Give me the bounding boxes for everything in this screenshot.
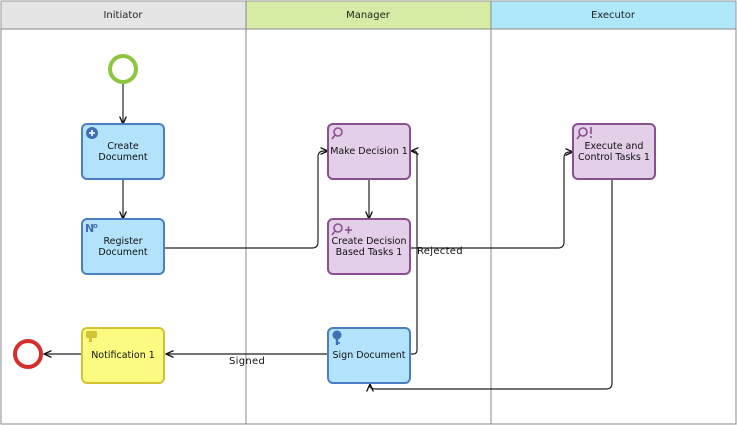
pool-border xyxy=(0,28,737,425)
lane-header-manager xyxy=(245,0,492,30)
end-event[interactable] xyxy=(13,339,43,369)
task-make-decision[interactable] xyxy=(327,123,411,180)
lane-title-manager: Manager xyxy=(346,10,391,21)
thumbs-down-icon xyxy=(86,331,97,342)
task-notification[interactable] xyxy=(81,327,165,384)
plus-circle-icon xyxy=(86,127,98,139)
search-icon xyxy=(331,127,343,140)
start-event[interactable] xyxy=(108,54,138,84)
svg-text:o: o xyxy=(93,222,98,230)
lane-header-initiator xyxy=(0,0,247,30)
flow-label-rejected: Rejected xyxy=(417,246,463,257)
flow-sign-rejected-to-decision[interactable] xyxy=(410,151,417,355)
lane-header-executor xyxy=(490,0,737,30)
task-sign-document[interactable] xyxy=(327,327,411,384)
lane-title-executor: Executor xyxy=(591,10,636,21)
search-exclamation-icon xyxy=(576,127,592,140)
task-create-decision-tasks[interactable] xyxy=(327,218,411,275)
search-plus-icon xyxy=(331,223,352,236)
task-execute-control[interactable] xyxy=(572,123,656,180)
flow-label-signed: Signed xyxy=(229,356,266,367)
key-icon xyxy=(332,330,342,345)
flow-execute-to-sign[interactable] xyxy=(370,179,613,389)
flow-tasks-to-execute[interactable] xyxy=(410,152,573,249)
task-register-document[interactable] xyxy=(81,218,165,275)
flow-register-to-decision[interactable] xyxy=(165,151,328,249)
number-sign-icon: N o xyxy=(85,222,98,235)
task-create-document[interactable] xyxy=(81,123,165,180)
svg-text:N: N xyxy=(85,222,94,235)
lane-title-initiator: Initiator xyxy=(103,10,143,21)
